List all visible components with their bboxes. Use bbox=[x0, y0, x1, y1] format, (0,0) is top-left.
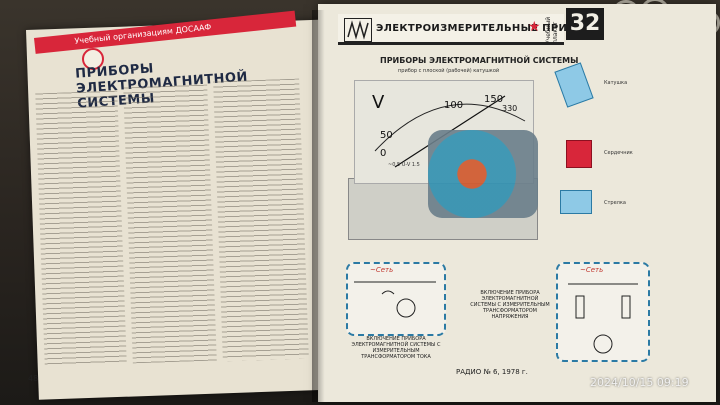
scale-tick: 50 bbox=[380, 130, 393, 141]
timestamp-watermark: 2024/10/15 09:19 bbox=[590, 376, 689, 389]
scale-tick: 0 bbox=[380, 148, 387, 159]
header-title: ЭЛЕКТРОИЗМЕРИТЕЛЬНЫЕ ПРИБОРЫ bbox=[376, 23, 603, 34]
side-label: Сердечник bbox=[604, 150, 633, 156]
diagram-subtitle: прибор с плоской (рабочей) катушкой bbox=[398, 68, 500, 74]
caption: ВКЛЮЧЕНИЕ ПРИБОРА ЭЛЕКТРОМАГНИТНОЙ СИСТЕ… bbox=[351, 336, 441, 360]
diagram-title: ПРИБОРЫ ЭЛЕКТРОМАГНИТНОЙ СИСТЕМЫ bbox=[380, 56, 579, 65]
coil-icon bbox=[344, 18, 372, 42]
pointer-illustration bbox=[560, 190, 592, 214]
meter-markings: ~0.5 U-V 1.5 bbox=[388, 162, 420, 168]
core-illustration bbox=[566, 140, 592, 168]
gutter-shadow bbox=[312, 10, 326, 402]
lesson-label: Учебный плакат bbox=[545, 16, 559, 44]
meter-unit: V bbox=[372, 92, 385, 113]
magazine-footer: РАДИО № 6, 1978 г. bbox=[456, 368, 528, 376]
scale-tick: 100 bbox=[444, 100, 464, 111]
page-number: 48 bbox=[28, 374, 39, 383]
header-bar bbox=[338, 14, 564, 45]
text-column bbox=[213, 78, 309, 362]
circuit-current-transformer bbox=[346, 262, 446, 336]
scale-tick: 150 bbox=[484, 94, 504, 105]
star-icon: ★ bbox=[528, 19, 541, 35]
circuit-voltage-transformer bbox=[556, 262, 650, 362]
text-column bbox=[35, 90, 127, 366]
mechanism-cutaway bbox=[428, 130, 538, 218]
network-label: ~Сеть bbox=[370, 266, 394, 274]
poster-number: 32 bbox=[566, 8, 604, 40]
network-label: ~Сеть bbox=[580, 266, 604, 274]
dosaaf-emblem bbox=[82, 48, 104, 70]
text-column bbox=[123, 84, 217, 364]
side-label: Катушка bbox=[604, 80, 628, 86]
scale-tick: 330 bbox=[502, 104, 518, 113]
caption: ВКЛЮЧЕНИЕ ПРИБОРА ЭЛЕКТРОМАГНИТНОЙ СИСТЕ… bbox=[470, 290, 550, 320]
side-label: Стрелка bbox=[604, 200, 626, 206]
